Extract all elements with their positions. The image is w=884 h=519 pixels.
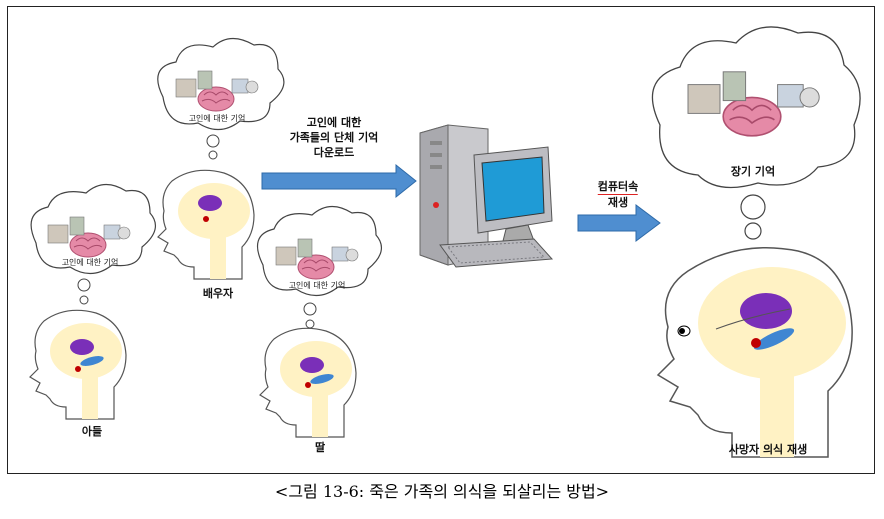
computer-icon xyxy=(419,124,554,268)
daughter-label: 딸 xyxy=(314,441,326,454)
son-memory-label: 고인에 대한 기억 xyxy=(188,114,246,123)
computer-line-1: 컴퓨터속 xyxy=(597,180,639,195)
arrow-icon xyxy=(261,163,417,199)
thought-cloud-icon xyxy=(651,26,861,240)
daughter-memory-label: 고인에 대한 기억 xyxy=(288,281,346,290)
diagram-frame: 고인에 대한 기억 고인에 대한 기억 고인에 대한 기억 배우자 아들 딸 고… xyxy=(7,6,875,474)
thought-cloud-icon xyxy=(30,183,157,305)
download-line-3: 다운로드 xyxy=(313,146,355,159)
son-label: 아들 xyxy=(81,425,103,438)
spouse-memory-label: 고인에 대한 기억 xyxy=(61,258,119,267)
head-silhouette-icon xyxy=(259,327,357,438)
head-silhouette-icon xyxy=(29,309,127,420)
diagram-canvas xyxy=(29,26,861,458)
thought-cloud-icon xyxy=(256,205,383,329)
download-label: 고인에 대한 가족들의 단체 기억 다운로드 xyxy=(290,115,379,160)
head-silhouette-icon xyxy=(157,169,255,280)
computer-playback-label: 컴퓨터속 재생 xyxy=(597,179,639,210)
arrow-icon xyxy=(577,204,661,242)
computer-line-2: 재생 xyxy=(607,196,629,209)
thought-cloud-icon xyxy=(157,37,285,160)
head-silhouette-icon xyxy=(656,246,853,458)
figure-caption: <그림 13-6: 죽은 가족의 의식을 되살리는 방법> xyxy=(274,482,610,501)
long-term-memory-label: 장기 기억 xyxy=(730,165,776,178)
download-line-1: 고인에 대한 xyxy=(306,116,362,129)
consciousness-restore-label: 사망자 의식 재생 xyxy=(728,443,808,456)
download-line-2: 가족들의 단체 기억 xyxy=(289,131,379,144)
spouse-label: 배우자 xyxy=(202,287,234,300)
